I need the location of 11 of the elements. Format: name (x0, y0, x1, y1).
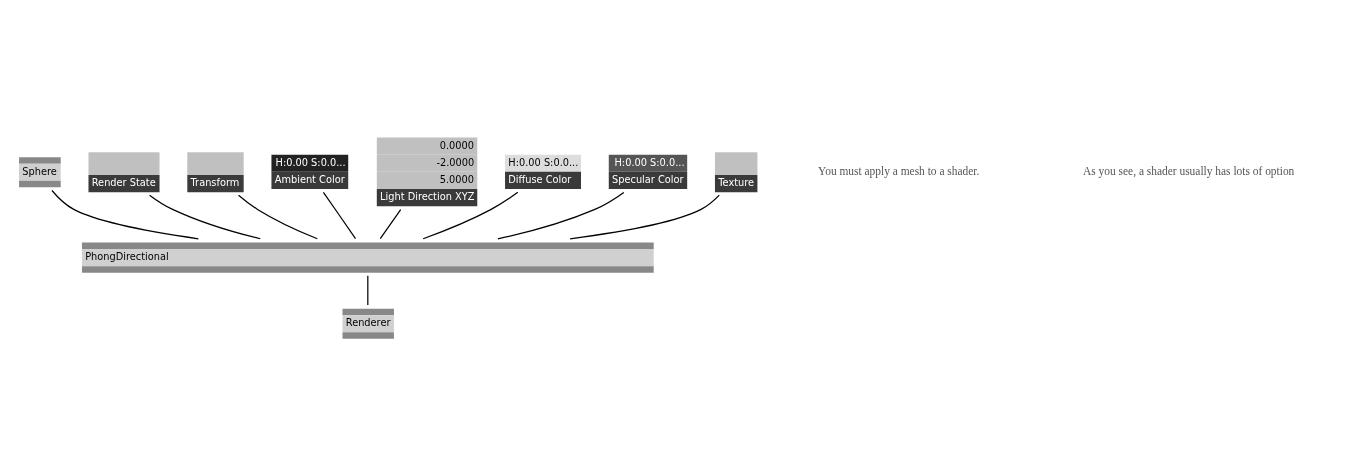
connector (367, 274, 369, 306)
connector (51, 189, 199, 239)
connector (379, 208, 402, 239)
connector (322, 191, 357, 239)
label: As you see, a shader usually has lots of option (1083, 164, 1295, 177)
connector (497, 191, 625, 239)
connector (148, 194, 261, 239)
connector (422, 191, 519, 239)
connector (237, 194, 318, 239)
label: You must apply a mesh to a shader. (818, 164, 980, 177)
connector (569, 194, 720, 239)
